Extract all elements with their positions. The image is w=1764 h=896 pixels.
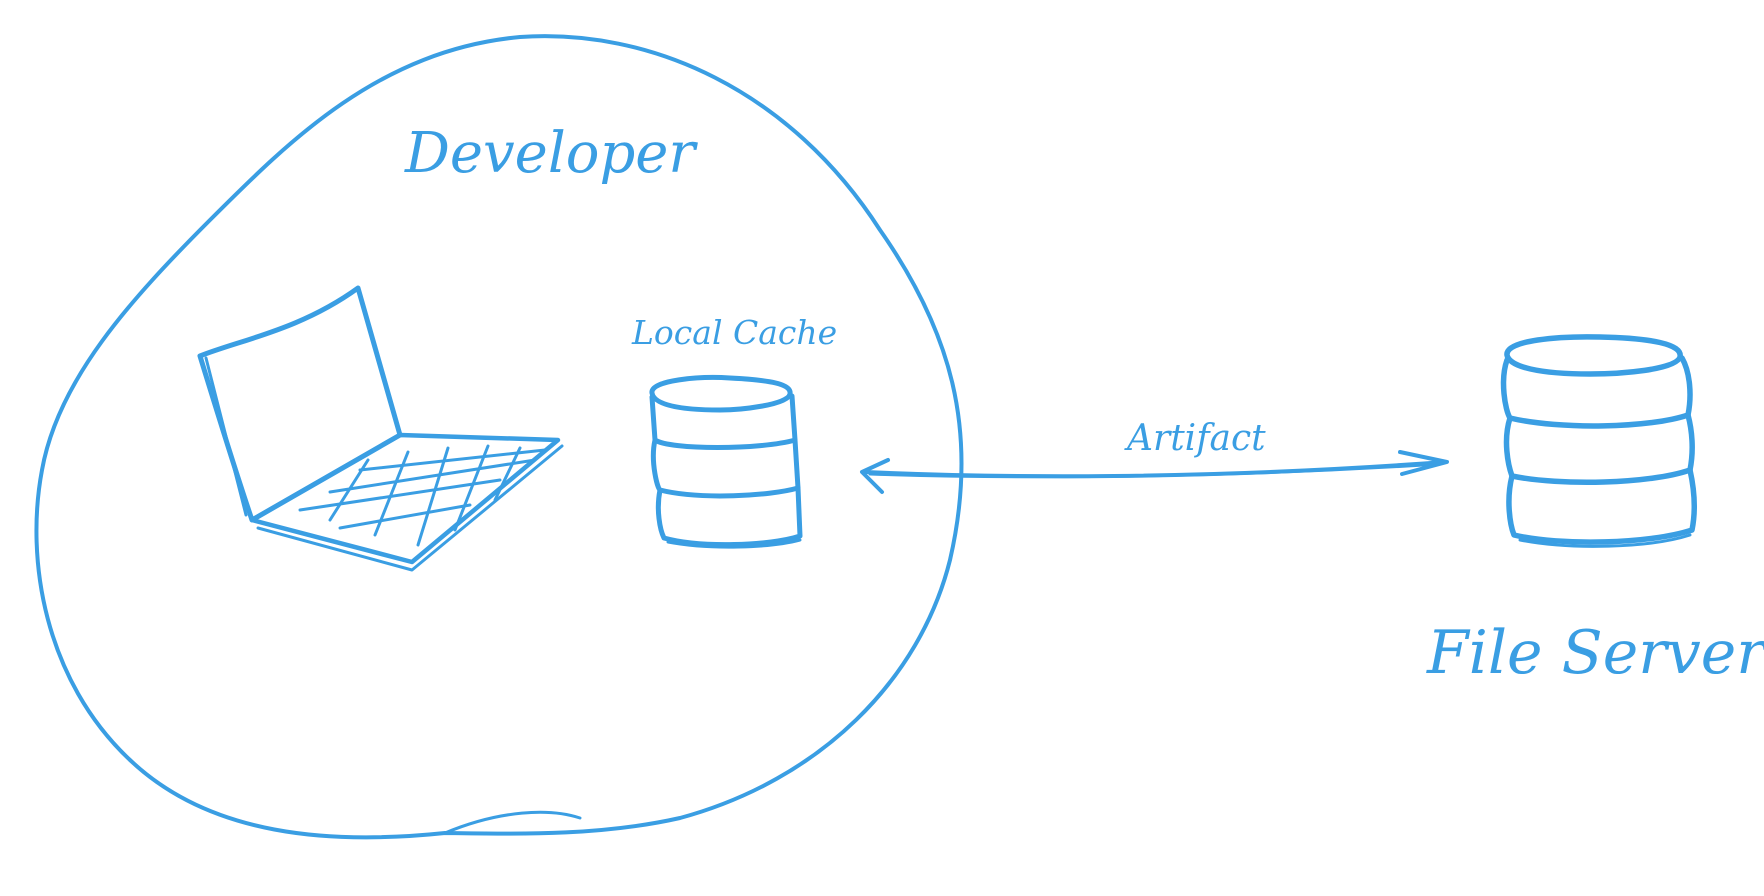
file-server-database-icon — [1500, 334, 1697, 548]
developer-boundary-overstroke — [443, 810, 582, 835]
developer-label: Developer — [404, 121, 698, 186]
local-cache-database-icon — [649, 375, 803, 549]
laptop-icon — [197, 285, 564, 572]
artifact-arrow — [860, 450, 1449, 494]
artifact-label: Artifact — [1124, 418, 1266, 459]
developer-boundary — [34, 34, 964, 840]
local-cache-label: Local Cache — [631, 313, 837, 352]
file-server-label: File Server — [1426, 618, 1764, 688]
